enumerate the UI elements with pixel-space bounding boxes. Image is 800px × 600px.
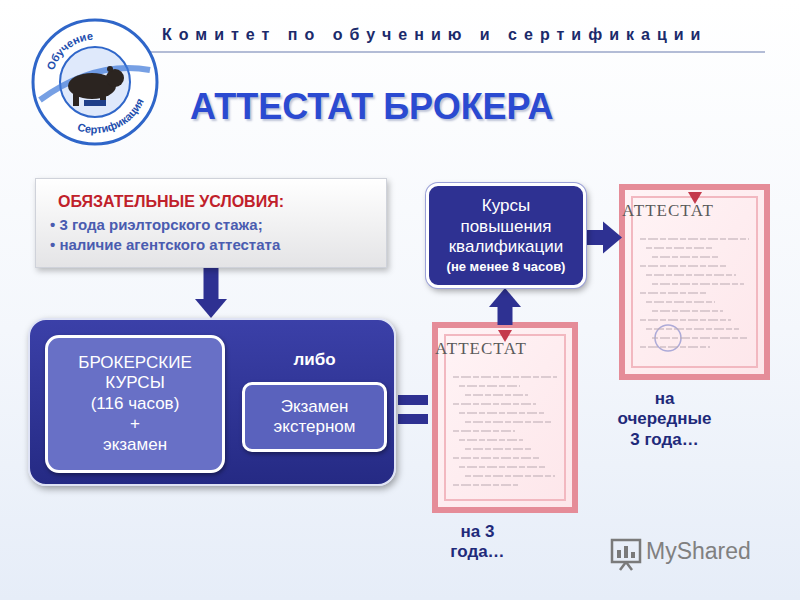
course-box-text: (116 часов) xyxy=(91,394,180,414)
page-title: АТТЕСТАТ БРОКЕРА xyxy=(190,86,553,128)
certificate: АТТЕСТАТна очередные 3 года… xyxy=(622,187,767,377)
exam-box-text: Экзамен экстерном xyxy=(255,397,375,438)
training-box: Курсы повышения квалификации (не менее 8 … xyxy=(426,183,586,288)
logo-text: Обучение xyxy=(44,30,93,72)
course-box-text: БРОКЕРСКИЕ КУРСЫ xyxy=(70,353,200,394)
course-box-text: экзамен xyxy=(103,435,167,455)
committee-header: Комитет по обучению и сертификации xyxy=(162,26,707,44)
logo xyxy=(33,20,157,144)
course-box-text: + xyxy=(130,414,140,434)
block-arrow xyxy=(586,230,603,245)
course-box: БРОКЕРСКИЕ КУРСЫ(116 часов)+экзамен xyxy=(45,335,225,473)
certificate-text: АТТЕСТАТ xyxy=(435,339,527,359)
conditions-box-text: ОБЯЗАТЕЛЬНЫЕ УСЛОВИЯ: xyxy=(58,192,284,211)
watermark: MyShared xyxy=(646,538,751,565)
conditions-box: ОБЯЗАТЕЛЬНЫЕ УСЛОВИЯ: • 3 года риэлторско… xyxy=(35,178,387,268)
watermark-icon xyxy=(612,540,640,570)
block-arrow xyxy=(498,307,513,325)
certificate-picture xyxy=(622,187,767,377)
block-arrow xyxy=(204,268,219,299)
training-box-text: Курсы повышения квалификации xyxy=(437,196,575,257)
certificate-text: на очередные 3 года… xyxy=(602,389,727,450)
training-box-text: (не менее 8 часов) xyxy=(447,259,566,275)
certificate-text: на 3 года… xyxy=(415,522,540,563)
logo-text: Сертификация xyxy=(76,96,146,135)
certificate: АТТЕСТАТна 3 года… xyxy=(435,325,575,510)
conditions-box-text: • наличие агентского аттестата xyxy=(50,236,280,254)
header-rule xyxy=(150,51,765,53)
equals-sign xyxy=(398,395,428,424)
conditions-box-text: • 3 года риэлторского стажа; xyxy=(50,216,263,234)
route-panel-text: либо xyxy=(242,350,387,370)
exam-box: Экзамен экстерном xyxy=(242,382,387,452)
certificate-text: АТТЕСТАТ xyxy=(622,201,714,221)
route-panel: либо БРОКЕРСКИЕ КУРСЫ(116 часов)+экзамен Э… xyxy=(28,318,396,486)
certificate-picture xyxy=(435,325,575,510)
